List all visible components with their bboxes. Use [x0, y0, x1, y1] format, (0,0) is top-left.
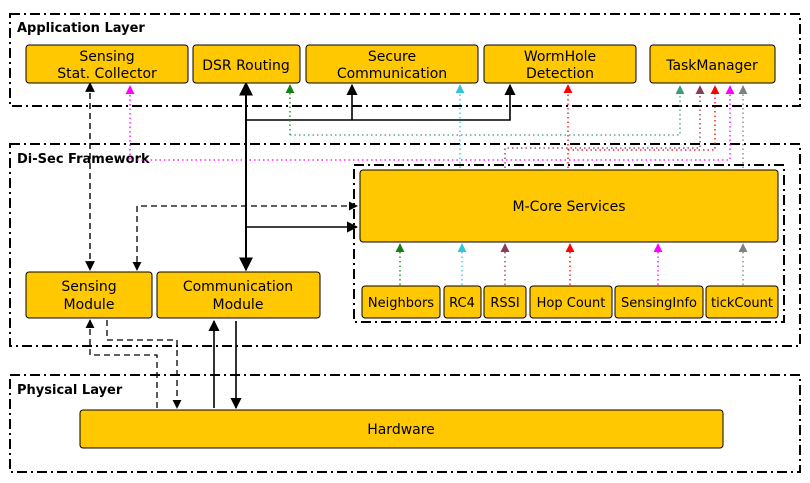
rssi-label: RSSI — [490, 296, 519, 311]
secure-comm-label-1: Secure — [368, 49, 416, 65]
sensing-stat-label-1: Sensing — [79, 49, 134, 65]
mcore-services-box: M-Core Services — [359, 169, 779, 243]
taskmanager-label: TaskManager — [665, 58, 758, 74]
physical-layer-title: Physical Layer — [17, 383, 123, 398]
dsr-routing-box: DSR Routing — [192, 44, 301, 84]
secure-comm-label-2: Communication — [337, 66, 447, 82]
hop-count-label: Hop Count — [537, 296, 606, 311]
tick-count-box: tickCount — [705, 285, 779, 319]
sensing-info-box: SensingInfo — [614, 285, 704, 319]
teal-to-taskmanager — [290, 85, 685, 136]
dsr-routing-label: DSR Routing — [202, 58, 290, 74]
application-layer-frame — [9, 13, 801, 107]
hardware-box: Hardware — [79, 409, 724, 449]
sensing-stat-label-2: Stat. Collector — [57, 66, 157, 82]
taskmanager-box: TaskManager — [649, 44, 776, 84]
tick-count-label: tickCount — [711, 296, 773, 311]
hop-count-box: Hop Count — [529, 285, 613, 319]
rssi-box: RSSI — [483, 285, 527, 319]
comm-module-label-1: Communication — [183, 279, 293, 295]
sensing-module-label-2: Module — [64, 297, 115, 313]
comm-module-label-2: Module — [213, 297, 264, 313]
sensing-module-box: Sensing Module — [25, 271, 153, 319]
sensing-to-mcore-dashed — [132, 201, 358, 271]
purple-to-taskmanager — [504, 85, 705, 168]
taskmanager-to-stat-dotted — [125, 85, 735, 161]
framework-frame — [9, 143, 801, 347]
rc4-box: RC4 — [443, 285, 482, 319]
bus-to-wormhole — [246, 83, 516, 121]
wormhole-detection-box: WormHole Detection — [483, 44, 637, 84]
mcore-label: M-Core Services — [512, 199, 625, 215]
rc4-label: RC4 — [449, 296, 475, 311]
neighbors-label: Neighbors — [368, 296, 434, 311]
sensing-info-label: SensingInfo — [621, 296, 697, 311]
sensing-to-hardware — [106, 320, 182, 409]
communication-module-box: Communication Module — [156, 271, 321, 319]
secure-communication-box: Secure Communication — [305, 44, 479, 84]
wormhole-label-1: WormHole — [524, 49, 596, 65]
sensing-module-label-1: Sensing — [61, 279, 116, 295]
physical-layer-frame — [9, 374, 801, 473]
connectors — [85, 81, 748, 410]
red-to-taskmanager — [568, 85, 720, 151]
application-layer-title: Application Layer — [17, 21, 145, 36]
wormhole-label-2: Detection — [526, 66, 594, 82]
framework-title: Di-Sec Framework — [17, 152, 150, 167]
neighbors-box: Neighbors — [361, 285, 441, 319]
sensing-stat-collector-box: Sensing Stat. Collector — [25, 44, 189, 84]
hardware-label: Hardware — [367, 422, 435, 438]
